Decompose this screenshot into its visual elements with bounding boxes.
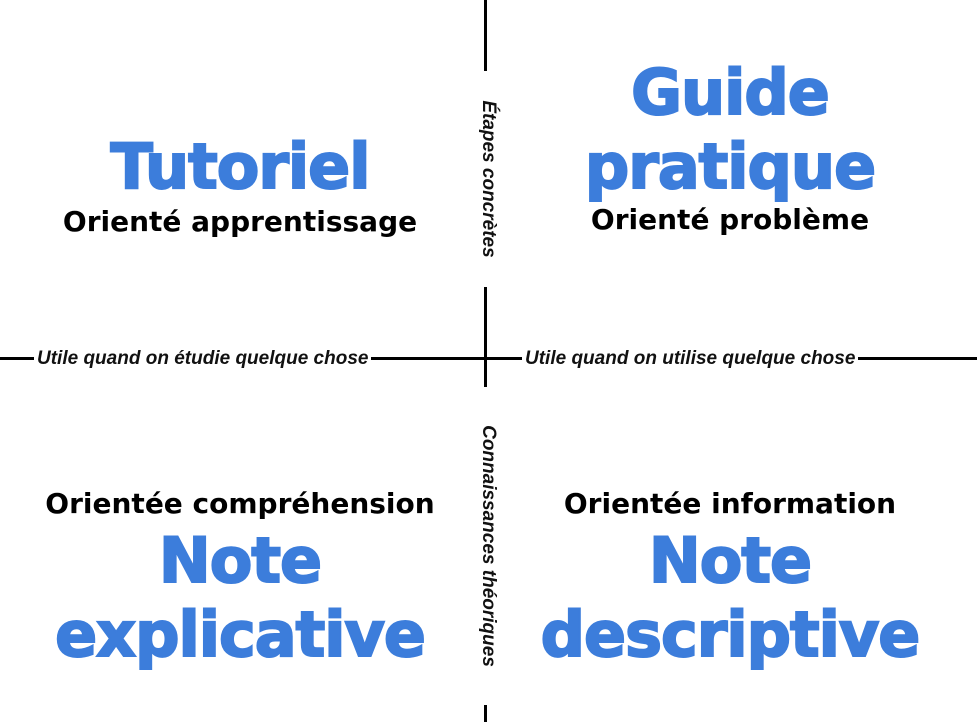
vertical-axis-line [484,0,487,722]
horizontal-axis-line [0,357,977,360]
quadrant-title-line: Tutoriel [110,129,372,204]
axis-label-left: Utile quand on étudie quelque chose [34,346,372,372]
quadrant-title-line: Note [648,523,813,598]
axis-label-right: Utile quand on utilise quelque chose [522,346,859,372]
quadrant-title: Note explicative [20,523,460,672]
quadrant-title-line: descriptive [540,597,922,672]
quadrant-title: Guide pratique [510,55,950,204]
axis-label-bottom: Connaissances théoriques [475,387,501,705]
quadrant-subtitle: Orientée information [563,487,897,520]
quadrant-subtitle: Orientée compréhension [45,487,435,520]
quadrant-title: Tutoriel [20,129,460,204]
axis-label-top: Étapes concrètes [475,71,501,287]
quadrant-title: Note descriptive [510,523,950,672]
quadrant-title-line: Note [158,523,323,598]
quadrant-explanation: Orientée compréhension Note explicative [20,486,460,672]
quadrant-how-to-guide: Guide pratique Orienté problème [510,55,950,238]
quadrant-title-line: Guide [630,55,831,130]
quadrant-title-line: pratique [584,129,877,204]
quadrant-subtitle: Orienté apprentissage [62,205,418,238]
quadrant-subtitle: Orienté problème [590,203,870,236]
quadrant-tutorial: Tutoriel Orienté apprentissage [20,129,460,240]
quadrant-title-line: explicative [54,597,427,672]
quadrant-reference: Orientée information Note descriptive [510,486,950,672]
